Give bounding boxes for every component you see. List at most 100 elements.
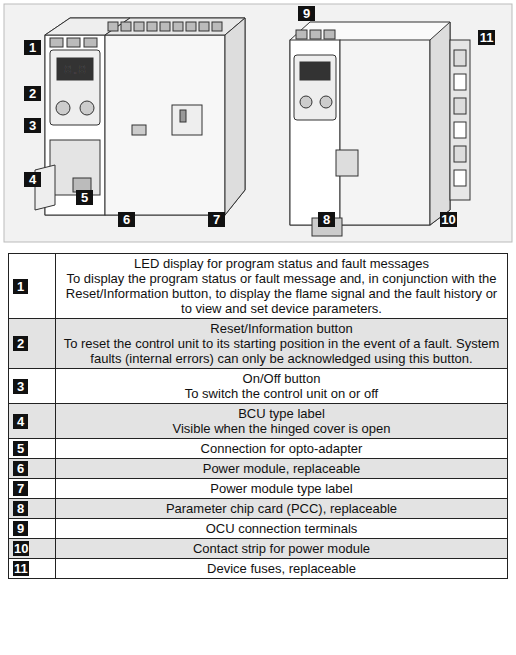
terminal-row (296, 30, 335, 39)
callout-number: 9 (298, 6, 315, 21)
table-cell-text: Power module, replaceable (62, 461, 501, 476)
callout-number: 11 (478, 30, 495, 45)
device-detail (160, 22, 170, 31)
device-detail (50, 38, 63, 47)
table-row: 11 Device fuses, replaceable (9, 559, 508, 579)
description-cell: Device fuses, replaceable (56, 559, 508, 579)
description-cell: OCU connection terminals (56, 519, 508, 539)
device-detail (212, 22, 222, 31)
callout-number: 11 (13, 561, 29, 576)
description-cell: Contact strip for power module (56, 539, 508, 559)
device-detail (84, 38, 97, 47)
number-cell: 5 (9, 439, 56, 459)
number-cell: 10 (9, 539, 56, 559)
fuse-row (454, 50, 466, 186)
callout-number: 9 (13, 521, 28, 536)
table-cell-text: Parameter chip card (PCC), replaceable (62, 501, 501, 516)
table-cell-text: BCU type label (62, 406, 501, 421)
table-row: 7 Power module type label (9, 479, 508, 499)
number-cell: 8 (9, 499, 56, 519)
left-device-view: 8.8 (35, 18, 245, 215)
number-cell: 4 (9, 404, 56, 439)
table-cell-body: To reset the control unit to its startin… (62, 336, 501, 366)
number-cell: 7 (9, 479, 56, 499)
callout-number: 7 (208, 212, 225, 227)
description-cell: Power module type label (56, 479, 508, 499)
device-detail (121, 22, 131, 31)
callout-number: 8 (13, 501, 28, 516)
device-detail (147, 22, 157, 31)
table-row: 6 Power module, replaceable (9, 459, 508, 479)
table-row: 2 Reset/Information buttonTo reset the co… (9, 319, 508, 369)
table-row: 4 BCU type labelVisible when the hinged c… (9, 404, 508, 439)
table-cell-text: Connection for opto-adapter (62, 441, 501, 456)
device-detail (67, 38, 80, 47)
callout-number: 2 (13, 336, 28, 351)
table-cell-text: LED display for program status and fault… (62, 256, 501, 271)
table-cell-body: To display the program status or fault m… (62, 271, 501, 316)
number-cell: 1 (9, 254, 56, 319)
description-cell: Power module, replaceable (56, 459, 508, 479)
callout-number: 4 (13, 414, 28, 429)
callout-number: 7 (13, 481, 28, 496)
table-row: 10 Contact strip for power module (9, 539, 508, 559)
table-cell-text: OCU connection terminals (62, 521, 501, 536)
legend-table: 1 LED display for program status and faul… (8, 253, 508, 579)
callout-number: 8 (318, 212, 335, 227)
table-cell-body: To switch the control unit on or off (62, 386, 501, 401)
number-cell: 3 (9, 369, 56, 404)
device-detail (310, 30, 321, 39)
description-cell: On/Off buttonTo switch the control unit … (56, 369, 508, 404)
description-cell: Connection for opto-adapter (56, 439, 508, 459)
right-device-view (290, 22, 470, 236)
device-detail (296, 30, 307, 39)
device-detail (454, 122, 466, 138)
terminal-row (50, 22, 222, 47)
device-detail (454, 170, 466, 186)
device-detail (134, 22, 144, 31)
description-cell: LED display for program status and fault… (56, 254, 508, 319)
callout-number: 5 (13, 441, 28, 456)
number-cell: 11 (9, 559, 56, 579)
device-illustration: 8.8 (0, 0, 516, 250)
description-cell: Reset/Information buttonTo reset the con… (56, 319, 508, 369)
table-row: 1 LED display for program status and faul… (9, 254, 508, 319)
device-detail (324, 30, 335, 39)
number-cell: 9 (9, 519, 56, 539)
table-cell-body: Visible when the hinged cover is open (62, 421, 501, 436)
callout-number: 1 (13, 279, 28, 294)
device-detail (108, 22, 118, 31)
table-row: 5 Connection for opto-adapter (9, 439, 508, 459)
device-detail (454, 146, 466, 162)
description-cell: Parameter chip card (PCC), replaceable (56, 499, 508, 519)
callout-number: 5 (76, 190, 93, 205)
number-cell: 2 (9, 319, 56, 369)
callout-number: 3 (24, 118, 41, 133)
table-cell-text: Power module type label (62, 481, 501, 496)
description-cell: BCU type labelVisible when the hinged co… (56, 404, 508, 439)
callout-number: 6 (118, 212, 135, 227)
device-detail (173, 22, 183, 31)
svg-text:8.8: 8.8 (64, 64, 86, 78)
table-cell-text: On/Off button (62, 371, 501, 386)
number-cell: 6 (9, 459, 56, 479)
table-cell-text: Contact strip for power module (62, 541, 501, 556)
callout-number: 3 (13, 379, 28, 394)
device-detail (454, 98, 466, 114)
device-detail (454, 74, 466, 90)
callout-number: 4 (24, 172, 41, 187)
callout-number: 2 (24, 86, 41, 101)
table-row: 3 On/Off buttonTo switch the control unit… (9, 369, 508, 404)
table-row: 8 Parameter chip card (PCC), replaceable (9, 499, 508, 519)
device-detail (199, 22, 209, 31)
callout-number: 10 (440, 212, 457, 227)
callout-number: 6 (13, 461, 28, 476)
device-detail (454, 50, 466, 66)
illustration-ground (4, 4, 512, 242)
table-row: 9 OCU connection terminals (9, 519, 508, 539)
callout-number: 10 (13, 541, 29, 556)
device-detail (186, 22, 196, 31)
table-cell-text: Reset/Information button (62, 321, 501, 336)
table-cell-text: Device fuses, replaceable (62, 561, 501, 576)
callout-number: 1 (24, 40, 41, 55)
